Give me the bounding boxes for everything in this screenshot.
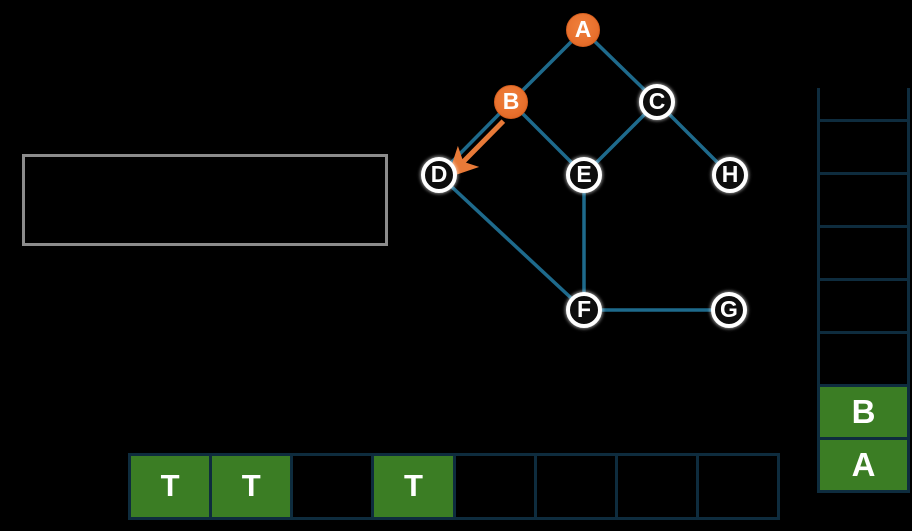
info-box (22, 154, 388, 246)
stack-cell-1 (820, 172, 907, 225)
visited-cell-2 (290, 456, 371, 517)
visited-cell-3: T (371, 456, 453, 517)
graph-node-d[interactable]: D (421, 157, 457, 193)
graph-node-label: G (720, 295, 738, 322)
stack-cell-4 (820, 331, 907, 384)
graph-node-b[interactable]: B (494, 85, 528, 119)
graph-node-label: H (721, 160, 739, 187)
visited-cell-6 (614, 456, 696, 517)
stack-cell-label: A (851, 445, 876, 483)
traversal-arrow-B-D (447, 119, 506, 178)
visited-cell-5 (533, 456, 615, 517)
visited-cell-label: T (160, 468, 180, 503)
graph-node-label: E (576, 160, 592, 187)
stack-open-top (820, 88, 907, 119)
visited-cell-4 (452, 456, 534, 517)
visited-cell-1: T (209, 456, 291, 517)
visited-cell-7 (695, 456, 777, 517)
stack-cell-5: B (820, 384, 907, 437)
graph-node-a[interactable]: A (566, 13, 600, 47)
graph-edge-D-F (437, 173, 586, 312)
graph-node-c[interactable]: C (639, 84, 675, 120)
graph-node-label: B (502, 87, 520, 114)
graph-node-e[interactable]: E (566, 157, 602, 193)
graph-node-label: D (430, 160, 448, 187)
graph-node-label: F (576, 295, 592, 322)
visited-cell-label: T (403, 468, 423, 503)
visited-cell-label: T (241, 468, 261, 503)
stack-cell-3 (820, 278, 907, 331)
stack-cell-label: B (851, 392, 876, 430)
visited-cell-0: T (131, 456, 210, 517)
graph-node-f[interactable]: F (566, 292, 602, 328)
stack-cell-2 (820, 225, 907, 278)
stack-cell-0 (820, 119, 907, 172)
graph-node-label: A (574, 15, 592, 42)
stack-cell-6: A (820, 437, 907, 490)
graph-node-g[interactable]: G (711, 292, 747, 328)
graph-node-h[interactable]: H (712, 157, 748, 193)
graph-node-label: C (648, 87, 666, 114)
